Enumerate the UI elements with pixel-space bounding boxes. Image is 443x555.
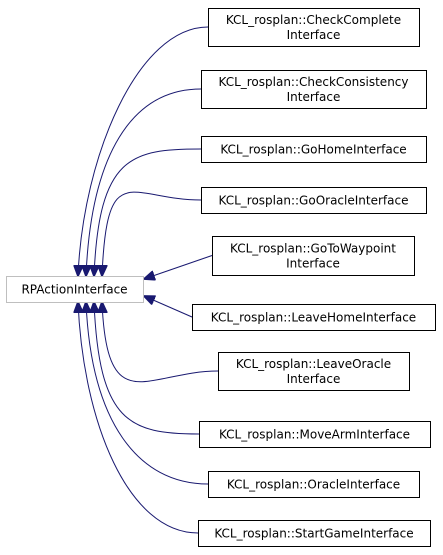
derived-class-node-go-oracle[interactable]: KCL_rosplan::GoOracleInterface bbox=[201, 187, 427, 214]
derived-class-node-start-game[interactable]: KCL_rosplan::StartGameInterface bbox=[198, 520, 431, 547]
inheritance-edge-oracle bbox=[86, 302, 209, 485]
derived-class-node-go-oracle-box bbox=[201, 187, 427, 214]
derived-class-node-check-consistency-label-line: Interface bbox=[287, 90, 341, 104]
inheritance-edge-go-oracle bbox=[102, 191, 202, 276]
inheritance-edge-go-home bbox=[94, 148, 202, 276]
inheritance-edge-check-complete bbox=[78, 26, 209, 276]
inheritance-edges bbox=[78, 26, 219, 534]
derived-class-node-leave-oracle-label-line: KCL_rosplan::LeaveOracle bbox=[236, 357, 391, 371]
derived-class-node-go-home[interactable]: KCL_rosplan::GoHomeInterface bbox=[201, 136, 427, 163]
derived-class-node-check-complete-label-line: Interface bbox=[287, 28, 341, 42]
derived-class-node-leave-oracle-box bbox=[218, 352, 410, 391]
derived-class-node-oracle-box bbox=[208, 471, 420, 498]
class-nodes: RPActionInterface KCL_rosplan::CheckCompl… bbox=[6, 8, 436, 547]
derived-class-node-move-arm-label-line: KCL_rosplan::MoveArmInterface bbox=[219, 428, 410, 442]
inheritance-edge-leave-oracle bbox=[102, 302, 219, 383]
inheritance-edge-go-to-waypoint bbox=[144, 255, 213, 280]
derived-class-node-go-home-box bbox=[201, 136, 427, 163]
derived-class-node-move-arm-box bbox=[199, 421, 431, 448]
inheritance-edge-start-game bbox=[78, 302, 199, 534]
derived-class-node-go-to-waypoint-label-line: Interface bbox=[286, 257, 340, 271]
derived-class-node-check-consistency-box bbox=[201, 70, 427, 109]
derived-class-node-leave-home-label-line: KCL_rosplan::LeaveHomeInterface bbox=[211, 311, 416, 325]
derived-class-node-go-to-waypoint-box bbox=[212, 236, 415, 276]
inheritance-edge-leave-home bbox=[144, 296, 193, 318]
inheritance-edge-move-arm bbox=[94, 302, 200, 435]
derived-class-node-check-consistency-label-line: KCL_rosplan::CheckConsistency bbox=[218, 75, 408, 89]
derived-class-node-start-game-label-line: KCL_rosplan::StartGameInterface bbox=[214, 527, 413, 541]
derived-class-node-go-oracle-label-line: KCL_rosplan::GoOracleInterface bbox=[219, 194, 409, 208]
derived-class-node-go-to-waypoint-label-line: KCL_rosplan::GoToWaypoint bbox=[230, 242, 396, 256]
derived-class-node-leave-home-box bbox=[192, 304, 436, 331]
base-class-node-box bbox=[6, 276, 144, 303]
inheritance-edge-check-consistency bbox=[86, 88, 202, 276]
derived-class-node-move-arm[interactable]: KCL_rosplan::MoveArmInterface bbox=[199, 421, 431, 448]
derived-class-node-oracle[interactable]: KCL_rosplan::OracleInterface bbox=[208, 471, 420, 498]
derived-class-node-check-complete-box bbox=[208, 8, 420, 47]
base-class-node[interactable]: RPActionInterface bbox=[6, 276, 144, 303]
base-class-node-label-line: RPActionInterface bbox=[21, 283, 127, 297]
derived-class-node-leave-home[interactable]: KCL_rosplan::LeaveHomeInterface bbox=[192, 304, 436, 331]
derived-class-node-start-game-box bbox=[198, 520, 431, 547]
derived-class-node-go-home-label-line: KCL_rosplan::GoHomeInterface bbox=[220, 143, 406, 157]
derived-class-node-leave-oracle-label-line: Interface bbox=[287, 372, 341, 386]
derived-class-node-check-complete-label-line: KCL_rosplan::CheckComplete bbox=[226, 13, 401, 27]
derived-class-node-oracle-label-line: KCL_rosplan::OracleInterface bbox=[227, 478, 400, 492]
